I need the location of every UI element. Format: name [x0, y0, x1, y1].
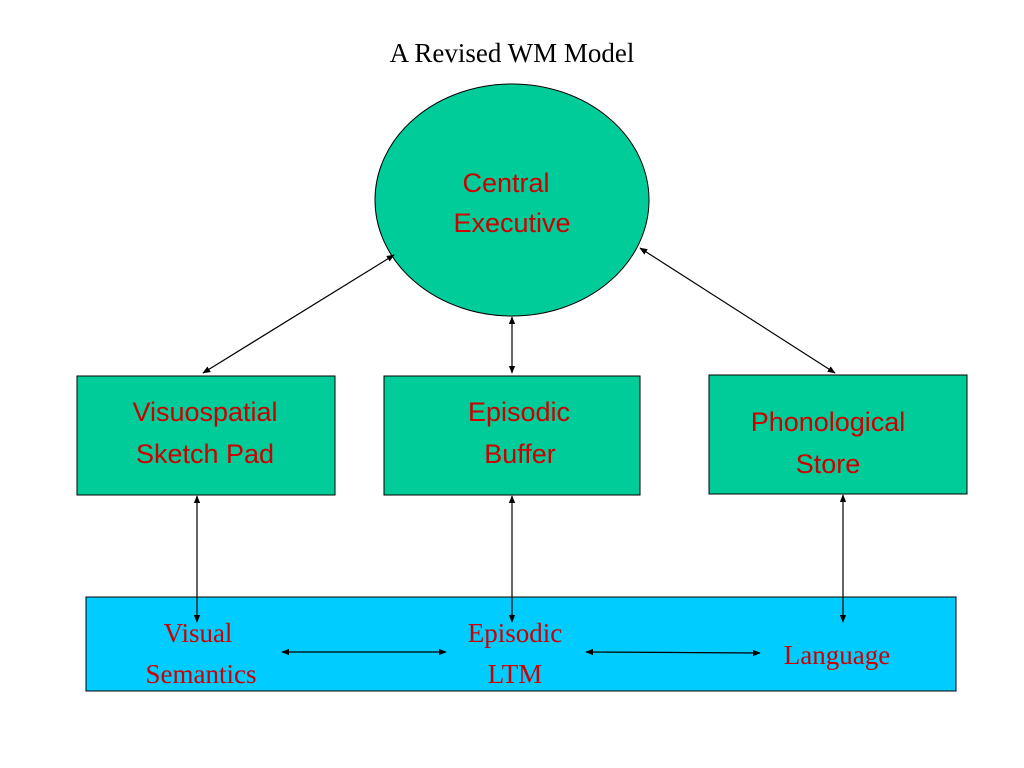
episodic-buffer-label-line2: Buffer	[484, 439, 556, 469]
visuospatial-label-line2: Sketch Pad	[136, 439, 274, 469]
arrow-executive-visuospatial	[202, 254, 395, 374]
visuospatial-label-line1: Visuospatial	[132, 397, 277, 427]
phonological-store-label-line1: Phonological	[751, 407, 906, 437]
episodic-buffer-node	[383, 375, 641, 496]
episodic-ltm-label-line1: Episodic	[468, 618, 563, 648]
arrow-executive-phonological	[639, 247, 836, 374]
central-executive-node	[374, 83, 650, 317]
episodic-ltm-label-line2: LTM	[488, 659, 543, 689]
phonological-store-node	[708, 374, 968, 495]
central-executive-label-line2: Executive	[453, 208, 570, 238]
visual-semantics-label-line1: Visual	[164, 618, 233, 648]
visual-semantics-label-line2: Semantics	[146, 659, 257, 689]
phonological-store-label-line2: Store	[796, 449, 861, 479]
long-term-memory-band	[85, 596, 957, 692]
language-label: Language	[784, 640, 890, 670]
central-executive-label-line1: Central	[462, 168, 549, 198]
visuospatial-sketch-pad-node	[76, 375, 336, 496]
diagram-title: A Revised WM Model	[390, 38, 635, 68]
arrow-episodic-ltm-language	[585, 648, 761, 657]
episodic-buffer-label-line1: Episodic	[468, 397, 570, 427]
